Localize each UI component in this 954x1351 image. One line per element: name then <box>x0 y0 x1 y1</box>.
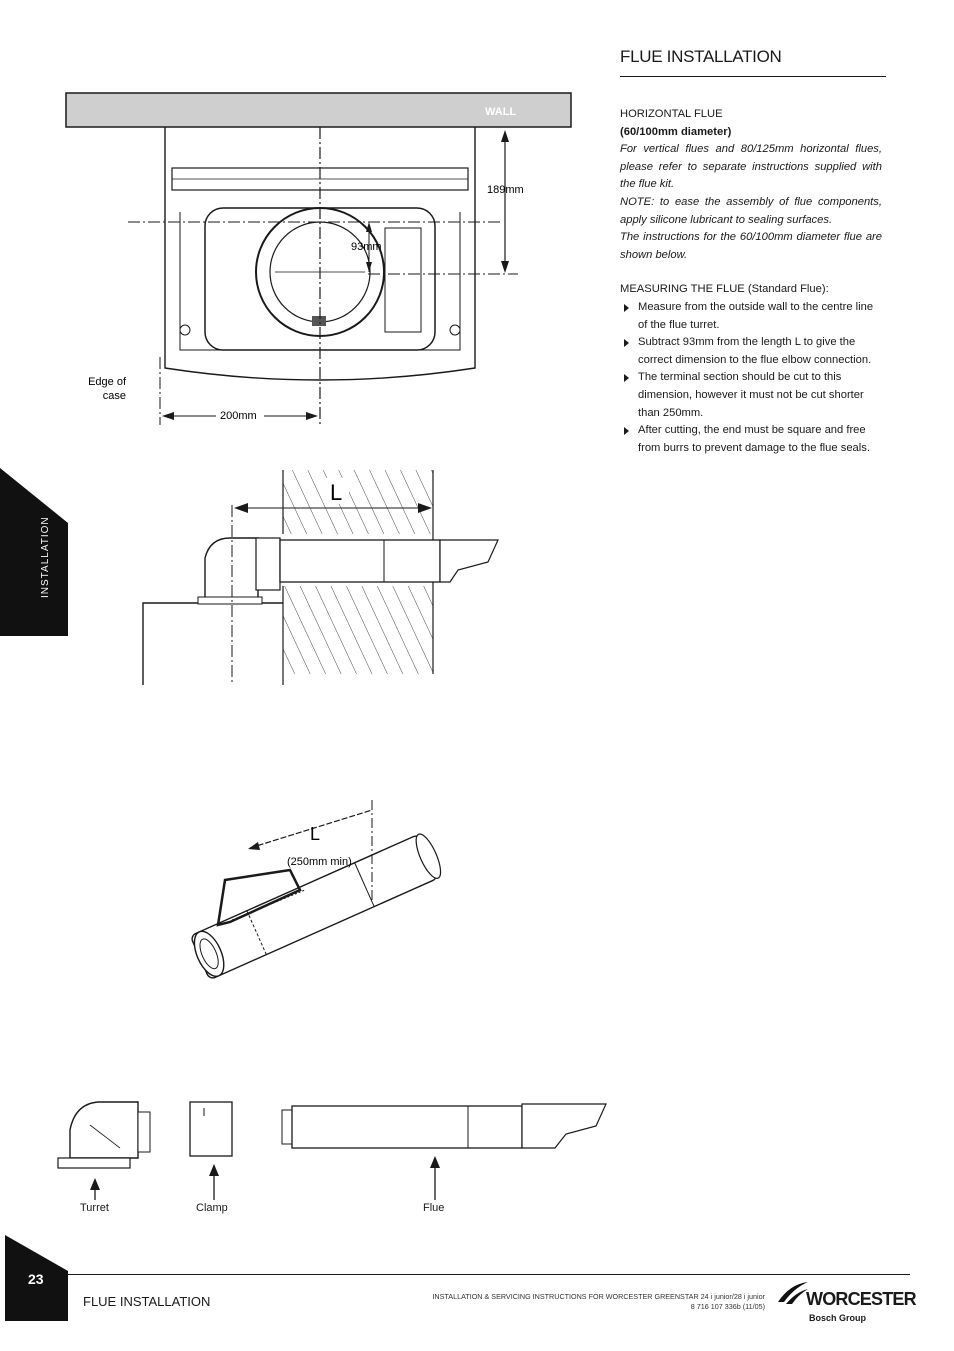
list-item: The terminal section should be cut to th… <box>620 369 882 422</box>
note-shown: The instructions for the 60/100mm diamet… <box>620 231 882 261</box>
bullet-triangle-icon <box>624 339 629 348</box>
cutting-flue-diagram: L (250mm min) <box>191 800 442 979</box>
dimension-200: 200mm <box>220 410 257 422</box>
measuring-heading: MEASURING THE FLUE (Standard Flue): <box>620 281 882 299</box>
flue-part-icon <box>291 1105 523 1149</box>
bullet-text: Subtract 93mm from the length L to give … <box>638 336 872 366</box>
clamp-label: Clamp <box>196 1202 228 1214</box>
turret-label: Turret <box>80 1202 109 1214</box>
dimension-93: 93mm <box>351 241 382 253</box>
measuring-steps: Measure from the outside wall to the cen… <box>620 299 882 457</box>
edge-of-case-label-2: case <box>103 390 126 402</box>
boiler-top-view-diagram: WALL 189mm 93mm 200mm Edge of case <box>65 92 572 425</box>
bullet-text: The terminal section should be cut to th… <box>638 371 864 419</box>
min-length-label: (250mm min) <box>287 856 352 868</box>
boiler-case-outline <box>164 127 476 381</box>
footer-section: FLUE INSTALLATION <box>83 1294 211 1309</box>
clamp-section <box>255 537 281 591</box>
brand-logo: WORCESTER <box>806 1289 917 1309</box>
subheading: HORIZONTAL FLUE <box>620 108 723 120</box>
bullet-triangle-icon <box>624 427 629 436</box>
terminal-cowl <box>439 539 499 583</box>
wall-upper-hatch <box>283 470 433 534</box>
measuring-heading-text: MEASURING THE FLUE <box>620 283 745 296</box>
turret-part-icon <box>69 1101 139 1159</box>
bullet-text: Measure from the outside wall to the cen… <box>638 300 874 331</box>
doc-title: INSTALLATION & SERVICING INSTRUCTIONS FO… <box>432 1292 765 1301</box>
brand-subtitle: Bosch Group <box>809 1313 867 1323</box>
wall-section-diagram: L <box>142 470 499 685</box>
flue-clamp-part <box>312 316 326 326</box>
list-item: After cutting, the end must be square an… <box>620 422 882 457</box>
hacksaw-frame <box>216 868 302 927</box>
page-title: FLUE INSTALLATION <box>620 47 782 66</box>
length-l-label-2: L <box>310 824 320 844</box>
bullet-text: After cutting, the end must be square an… <box>638 424 870 454</box>
measuring-heading-suffix: (Standard Flue): <box>744 283 829 296</box>
instructions-column: HORIZONTAL FLUE (60/100mm diameter) For … <box>620 106 882 457</box>
wall-bar <box>65 92 572 128</box>
note-lubricant: NOTE: to ease the assembly of flue compo… <box>620 195 882 226</box>
heading-rule <box>620 76 886 77</box>
page-number: 23 <box>28 1271 44 1287</box>
boiler-side-outline <box>142 602 283 685</box>
turret-base <box>197 596 263 605</box>
wall-lower-hatch <box>283 586 433 674</box>
note-vertical: For vertical flues and 80/125mm horizont… <box>620 143 882 191</box>
bullet-triangle-icon <box>624 374 629 383</box>
wall-label: WALL <box>485 106 516 118</box>
diameter-label: (60/100mm diameter) <box>620 125 732 138</box>
footer-rule <box>68 1274 910 1275</box>
list-item: Subtract 93mm from the length L to give … <box>620 334 882 369</box>
flue-label: Flue <box>423 1202 445 1214</box>
flue-pipe <box>279 539 441 583</box>
worcester-swoosh-icon <box>778 1282 808 1304</box>
parts-diagram <box>57 1101 607 1200</box>
footer-document-info: INSTALLATION & SERVICING INSTRUCTIONS FO… <box>400 1292 765 1312</box>
bullet-triangle-icon <box>624 303 629 312</box>
clamp-part-icon <box>189 1101 233 1157</box>
dimension-189: 189mm <box>487 184 524 196</box>
length-l-label: L <box>330 480 342 505</box>
doc-code: 8 716 107 336b (11/05) <box>690 1302 765 1311</box>
edge-of-case-label-1: Edge of <box>88 376 127 388</box>
list-item: Measure from the outside wall to the cen… <box>620 299 882 334</box>
